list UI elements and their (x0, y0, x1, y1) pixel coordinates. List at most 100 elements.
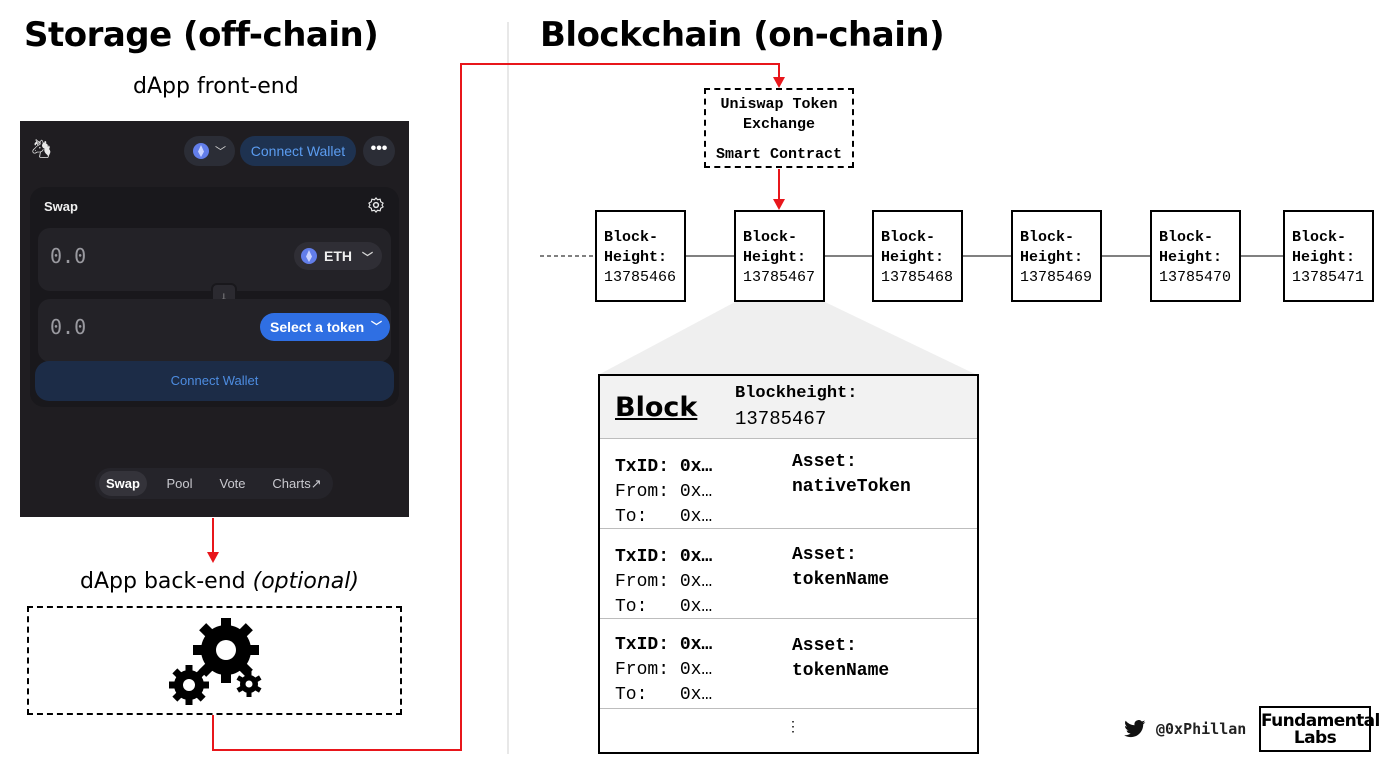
block-5: Block- Height: 13785471 (1283, 210, 1374, 302)
asset-label: Asset: (792, 545, 857, 565)
block-label-l1: Block- (604, 229, 659, 246)
transaction-row: TxID: 0x… From: 0x… To: 0x… Asset: token… (600, 619, 977, 709)
ethereum-icon (193, 143, 209, 159)
block-height-value: 13785466 (604, 269, 677, 286)
settings-gear-icon[interactable] (367, 196, 385, 214)
block-label-l2: Height: (1020, 249, 1084, 266)
contract-name-line1: Uniswap Token (720, 96, 838, 113)
contract-name-line2: Exchange (742, 116, 815, 133)
nav-vote[interactable]: Vote (219, 476, 246, 491)
block-height-value: 13785468 (881, 269, 954, 286)
input-token-selector[interactable]: ETH ﹀ (294, 242, 382, 270)
author-handle: @0xPhillan (1156, 720, 1247, 738)
gears-icon (169, 618, 262, 705)
swap-title: Swap (44, 199, 78, 214)
txid-label: TxID: (615, 547, 670, 567)
block-label-l2: Height: (1159, 249, 1223, 266)
block-label-l1: Block- (1292, 229, 1347, 246)
block-label-l2: Height: (1292, 249, 1356, 266)
block-4: Block- Height: 13785470 (1150, 210, 1241, 302)
chevron-down-icon: ﹀ (215, 146, 226, 158)
block-0: Block- Height: 13785466 (595, 210, 686, 302)
nav-charts[interactable]: Charts↗ (272, 476, 322, 491)
block-1: Block- Height: 13785467 (734, 210, 825, 302)
from-label: From: (615, 660, 670, 680)
asset-value: tokenName (792, 661, 890, 681)
block-detail: Block Blockheight: 13785467 TxID: 0x… Fr… (598, 374, 979, 754)
transaction-row: TxID: 0x… From: 0x… To: 0x… Asset: token… (600, 529, 977, 619)
zoom-wedge (600, 302, 975, 374)
input-amount[interactable]: 0.0 (50, 244, 87, 268)
asset-value: tokenName (792, 570, 890, 590)
output-token-field[interactable]: 0.0 Select a token ﹀ (38, 299, 391, 362)
txid-value: 0x… (679, 635, 713, 655)
blockheight-value: 13785467 (735, 408, 827, 430)
input-token-symbol: ETH (324, 248, 352, 264)
connect-wallet-button[interactable]: Connect Wallet (35, 361, 394, 401)
brand-line2: Labs (1293, 728, 1337, 748)
backend-box (27, 606, 402, 715)
output-amount[interactable]: 0.0 (50, 315, 87, 339)
ethereum-icon (301, 248, 317, 264)
to-label: To: (615, 685, 648, 705)
backend-to-contract-arrow (212, 63, 780, 751)
block-label-l1: Block- (1020, 229, 1075, 246)
brand-line1: Fundamental (1261, 711, 1380, 731)
uniswap-unicorn-icon[interactable]: 🦄︎ (30, 139, 53, 159)
dapp-frontend: 🦄︎ ﹀ Connect Wallet ••• Swap 0.0 ETH ﹀ ↓… (20, 121, 409, 517)
block-height-value: 13785470 (1159, 269, 1232, 286)
contract-type: Smart Contract (715, 146, 843, 163)
to-value: 0x… (679, 597, 713, 617)
more-menu-button[interactable]: ••• (363, 136, 395, 166)
frontend-label: dApp front-end (133, 74, 299, 99)
backend-label-note: (optional) (252, 569, 359, 594)
input-token-field[interactable]: 0.0 ETH ﹀ (38, 228, 391, 291)
from-value: 0x… (679, 660, 713, 680)
to-value: 0x… (679, 685, 713, 705)
offchain-heading: Storage (off-chain) (24, 15, 379, 55)
network-selector-button[interactable]: ﹀ (184, 136, 235, 166)
from-value: 0x… (679, 482, 713, 502)
block-3: Block- Height: 13785469 (1011, 210, 1102, 302)
to-value: 0x… (679, 507, 713, 527)
block-label-l2: Height: (881, 249, 945, 266)
asset-value: nativeToken (792, 477, 911, 497)
block-height-value: 13785471 (1292, 269, 1365, 286)
select-token-button[interactable]: Select a token ﹀ (260, 313, 390, 341)
smart-contract-box: Uniswap Token Exchange Smart Contract (704, 88, 854, 168)
block-detail-header: Block Blockheight: 13785467 (600, 376, 977, 439)
to-label: To: (615, 597, 648, 617)
block-2: Block- Height: 13785468 (872, 210, 963, 302)
block-height-value: 13785469 (1020, 269, 1093, 286)
block-label-l2: Height: (604, 249, 668, 266)
txid-value: 0x… (679, 457, 713, 477)
txid-label: TxID: (615, 635, 670, 655)
txid-value: 0x… (679, 547, 713, 567)
nav-pool[interactable]: Pool (166, 476, 193, 491)
chevron-down-icon: ﹀ (371, 321, 382, 333)
brand-logo: Fundamental Labs (1259, 706, 1380, 752)
block-label-l1: Block- (743, 229, 798, 246)
blockheight-label: Blockheight: (735, 384, 858, 403)
transaction-row: TxID: 0x… From: 0x… To: 0x… Asset: nativ… (600, 439, 977, 529)
block-label-l2: Height: (743, 249, 807, 266)
connect-wallet-header-button[interactable]: Connect Wallet (240, 136, 356, 166)
block-height-value: 13785467 (743, 269, 816, 286)
block-label-l1: Block- (881, 229, 936, 246)
block-label-l1: Block- (1159, 229, 1214, 246)
asset-label: Asset: (792, 636, 857, 656)
from-label: From: (615, 572, 670, 592)
to-label: To: (615, 507, 648, 527)
from-value: 0x… (679, 572, 713, 592)
block-detail-title: Block (615, 392, 698, 423)
backend-label-main: dApp back-end (80, 569, 246, 594)
select-token-label: Select a token (270, 319, 365, 335)
bottom-nav: Swap Pool Vote Charts↗ (95, 468, 333, 499)
nav-swap[interactable]: Swap (99, 471, 147, 496)
from-label: From: (615, 482, 670, 502)
more-transactions-ellipsis: ⋮ (786, 718, 800, 734)
twitter-bird-icon (1124, 720, 1146, 738)
backend-label: dApp back-end (optional) (80, 569, 359, 594)
asset-label: Asset: (792, 452, 857, 472)
